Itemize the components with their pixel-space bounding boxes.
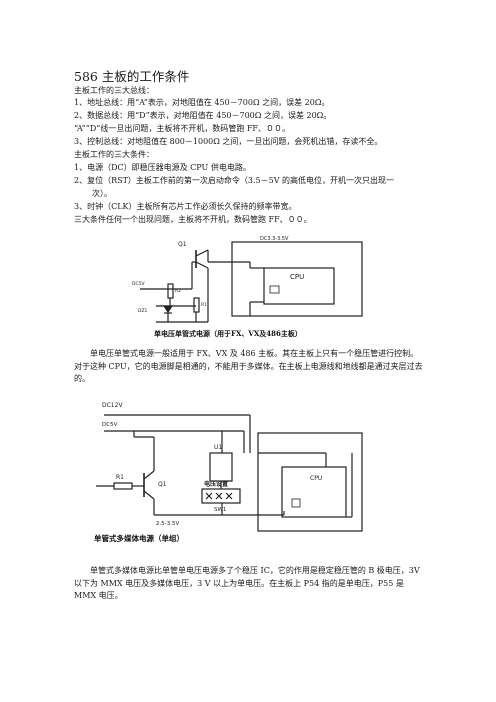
board-frame — [257, 432, 363, 532]
u1-regulator — [209, 452, 233, 482]
dc12v-label: DC12V — [102, 402, 123, 409]
paragraph-multimedia: 单管式多媒体电源比单管单电压电源多了个稳压 IC，它的作用是稳定稳压管的 B 极… — [74, 566, 420, 600]
circuit-diagram-multimedia: DC12V DC5V U1 R1 Q1 电压设置 SW1 CPU 2.5-3.5… — [94, 402, 363, 543]
text-line: 1、电源（DC）即稳压器电源及 CPU 供电电路。 — [74, 163, 251, 172]
cpu-label: CPU — [290, 273, 304, 281]
cpu-label: CPU — [310, 475, 322, 482]
q1-label: Q1 — [158, 481, 167, 488]
text-line: 3、时钟（CLK）主板所有芯片工作必须长久保持的频率带宽。 — [74, 202, 297, 211]
output-voltage-label: 2.5-3.5V — [156, 521, 179, 527]
r1-label: R1 — [116, 474, 124, 481]
text-line: 2、复位（RST）主板工作前的第一次启动命令（3.5－5V 的高低电位，开机一次… — [74, 176, 395, 185]
switch-label: 电压设置 — [204, 480, 228, 488]
u1-label: U1 — [214, 444, 222, 451]
dz1-label: DZ1 — [138, 308, 148, 314]
text-line: “A”“D”线一旦出问题，主板将不开机，数码管跑 FF、００。 — [74, 124, 290, 133]
cpu-pin-marker — [291, 498, 301, 508]
r1-resistor — [113, 482, 133, 490]
text-line: 1、地址总线：用“A”表示，对地阻值在 450－700Ω 之间，误差 20Ω。 — [74, 98, 330, 107]
circuit-diagram-single-voltage: DC3.3-3.5V CPU Q1 DC5V R2 R1 DZ1 单电压单管式电… — [132, 236, 363, 338]
voltage-switch-block — [201, 488, 241, 504]
text-line: 2、数据总线：用“D”表示，对地阻值在 450－700Ω 之间，误差 20Ω。 — [74, 111, 332, 120]
paragraph-single-voltage: 单电压单管式电源一般适用于 FX、VX 及 486 主板。其在主板上只有一个稳压… — [74, 349, 423, 383]
diagram-caption: 单管式多媒体电源（单组） — [94, 533, 184, 543]
page-title: 586 主板的工作条件 — [74, 69, 190, 84]
q1-label: Q1 — [178, 241, 187, 248]
cpu-chip — [263, 267, 335, 305]
text-line: 三大条件任何一个出现问题，主板将不开机，数码管跑 FF、００。 — [74, 215, 312, 224]
board-frame — [231, 241, 363, 317]
sw1-label: SW1 — [214, 507, 226, 513]
r2-label: R2 — [175, 288, 181, 294]
cpu-chip — [281, 466, 347, 518]
text-line: 主板工作的三大总线： — [74, 86, 154, 95]
cpu-pin-marker — [269, 285, 280, 294]
dc5v-label: DC5V — [132, 281, 145, 287]
dc-voltage-label: DC3.3-3.5V — [260, 236, 289, 242]
text-line: 主板工作的三大条件： — [74, 150, 154, 159]
r1-label: R1 — [201, 302, 207, 308]
diagram-caption: 单电压单管式电源（用于FX、VX及486主板） — [154, 329, 302, 338]
dc5v-label: DC5V — [102, 422, 118, 428]
text-line: 次）。 — [92, 189, 112, 198]
text-line: 3、控制总线：对地阻值在 800－1000Ω 之间，一旦出问题，会死机出错，存读… — [74, 137, 383, 146]
